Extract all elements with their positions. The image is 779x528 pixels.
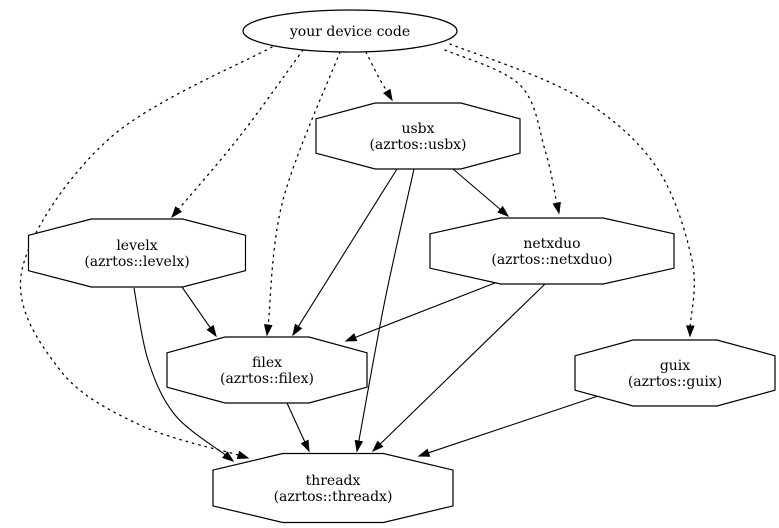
node-label-device-line0: your device code [289,24,410,40]
node-label-filex-line0: filex [252,355,282,371]
edge-device-usbx [365,51,393,102]
arrowhead-threadx [354,439,364,453]
edges-layer [19,43,695,462]
arrowhead-netxduo [497,205,510,217]
edge-levelx-threadx [133,287,235,462]
edge-device-netxduo [444,49,561,215]
netxduo-octagon-shape [429,217,675,285]
edge-device-filex [263,51,341,337]
arrowhead-threadx [236,450,250,460]
edge-usbx-netxduo [452,168,510,217]
edge-filex-threadx [286,402,310,453]
node-label-levelx-line0: levelx [116,238,157,254]
edge-usbx-filex [292,168,398,337]
node-filex: filex(azrtos::filex) [166,336,368,404]
node-usbx: usbx(azrtos::usbx) [315,102,521,170]
edge-netxduo-threadx [371,283,546,453]
edge-levelx-filex [181,286,217,338]
node-label-levelx-line1: (azrtos::levelx) [84,254,189,270]
node-label-netxduo-line0: netxduo [523,236,580,252]
node-label-guix-line1: (azrtos::guix) [628,374,722,390]
edge-device-guix [449,43,695,338]
threadx-octagon-shape [212,452,454,524]
node-label-guix-line0: guix [660,358,690,374]
arrowhead-threadx [300,439,310,453]
arrowhead-filex [344,333,358,342]
edge-netxduo-filex [344,280,501,342]
node-label-usbx-line0: usbx [401,121,434,137]
guix-octagon-shape [574,339,776,407]
edge-device-levelx [171,49,304,219]
arrowhead-threadx [371,440,384,453]
node-netxduo: netxduo(azrtos::netxduo) [429,217,675,285]
arrowhead-threadx [222,451,235,462]
arrowhead-usbx [383,88,393,102]
arrowhead-threadx [417,448,431,457]
arrowhead-guix [686,325,695,338]
device-ellipse-shape [242,9,458,53]
node-label-netxduo-line1: (azrtos::netxduo) [491,252,612,268]
filex-octagon-shape [166,336,368,404]
edge-guix-threadx [417,393,605,457]
arrowhead-levelx [171,206,183,219]
edge-device-threadx [19,46,273,460]
node-label-threadx-line0: threadx [306,473,361,489]
arrowhead-filex [206,324,217,338]
levelx-octagon-shape [27,218,247,288]
node-device: your device code [242,9,458,53]
node-levelx: levelx(azrtos::levelx) [27,218,247,288]
node-label-usbx-line1: (azrtos::usbx) [369,137,466,153]
node-guix: guix(azrtos::guix) [574,339,776,407]
arrowhead-filex [292,323,303,337]
node-threadx: threadx(azrtos::threadx) [212,452,454,524]
edge-usbx-threadx [354,168,415,453]
node-label-filex-line1: (azrtos::filex) [220,371,314,387]
nodes-layer: your device codeusbx(azrtos::usbx)levelx… [27,9,776,524]
arrowhead-filex [263,324,273,337]
arrowhead-netxduo [552,201,561,215]
usbx-octagon-shape [315,102,521,170]
node-label-threadx-line1: (azrtos::threadx) [274,489,393,505]
